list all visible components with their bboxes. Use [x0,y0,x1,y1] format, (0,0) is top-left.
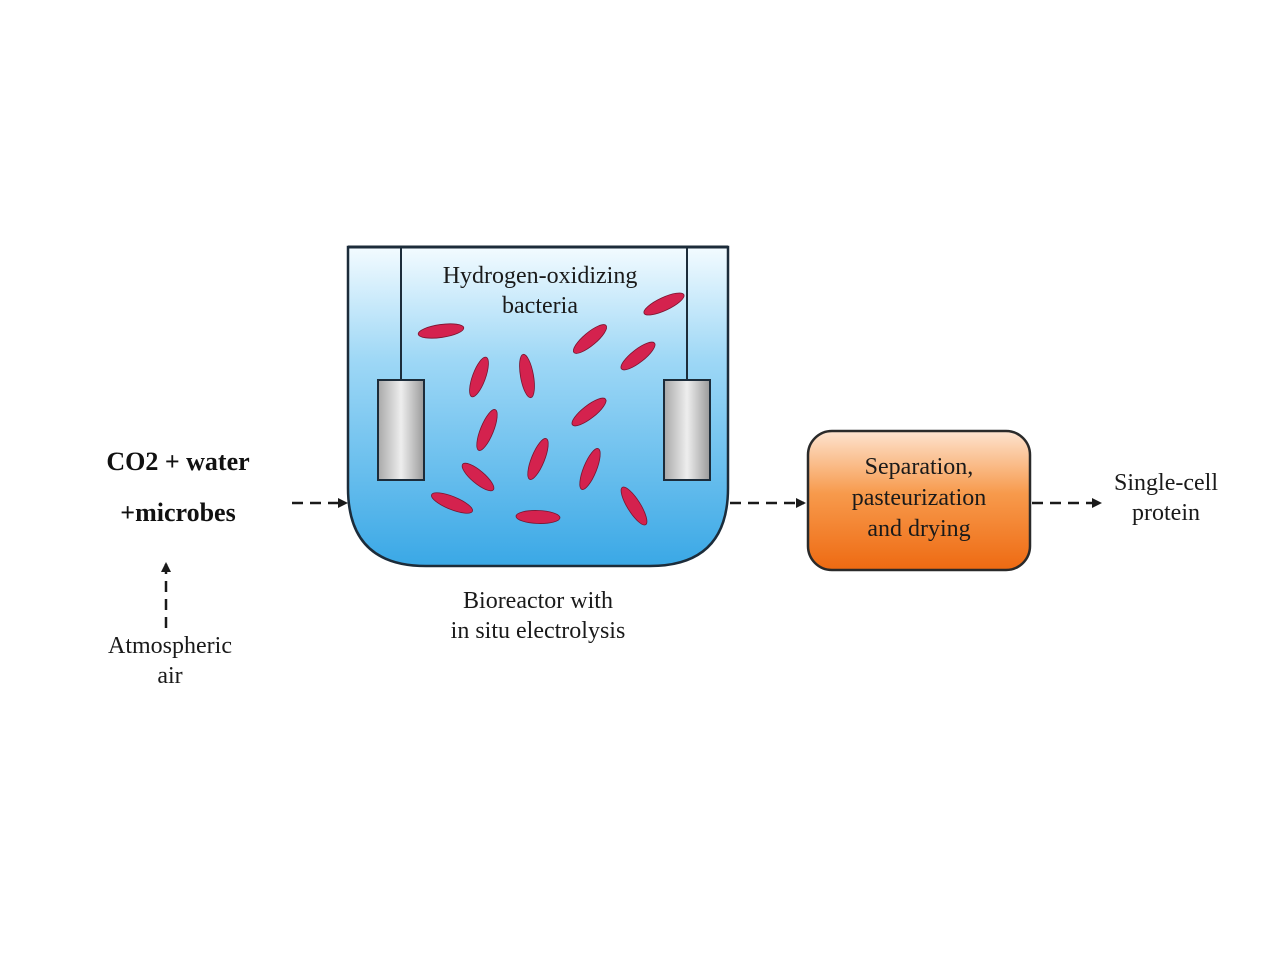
bacterium [519,353,535,399]
bacterium [643,292,685,316]
source-label-line2: air [157,663,183,689]
bacterium [527,438,549,480]
bacteria-label-line1: Hydrogen-oxidizing [442,263,638,289]
output-label: Single-cell protein [1096,468,1236,528]
bacterium [620,486,648,526]
electrode-left [377,247,425,481]
input-label-line1: CO2 + water [106,447,250,476]
electrode-right [663,247,711,481]
process-label-line3: and drying [867,516,971,543]
bacterium [461,462,495,492]
source-label: Atmospheric air [70,631,270,691]
bacterium [417,323,465,339]
bacteria-label: Hydrogen-oxidizing bacteria [400,261,680,321]
input-label-line2: +microbes [120,497,236,527]
input-label: CO2 + water +microbes [68,446,288,529]
output-label-line1: Single-cell [1114,470,1218,496]
process-label: Separation, pasteurization and drying [808,452,1030,546]
bacterium [515,510,561,524]
source-label-line1: Atmospheric [108,633,232,659]
output-label-line2: protein [1132,500,1200,526]
bacteria-cluster [417,292,685,526]
bacteria-label-line2: bacteria [502,293,578,319]
bacterium [431,492,473,514]
process-label-line1: Separation, [864,454,974,480]
bacterium [572,324,608,354]
process-label-line2: pasteurization [851,485,987,512]
bacterium [469,356,489,398]
bacterium [571,397,607,427]
bacterium [620,341,656,371]
bioreactor-caption-line2: in situ electrolysis [450,618,626,644]
process-box [806,429,1032,572]
bioreactor-caption-line1: Bioreactor with [463,588,613,614]
bioreactor-caption: Bioreactor with in situ electrolysis [398,586,678,646]
bacterium [579,448,601,490]
bacterium [476,409,498,451]
